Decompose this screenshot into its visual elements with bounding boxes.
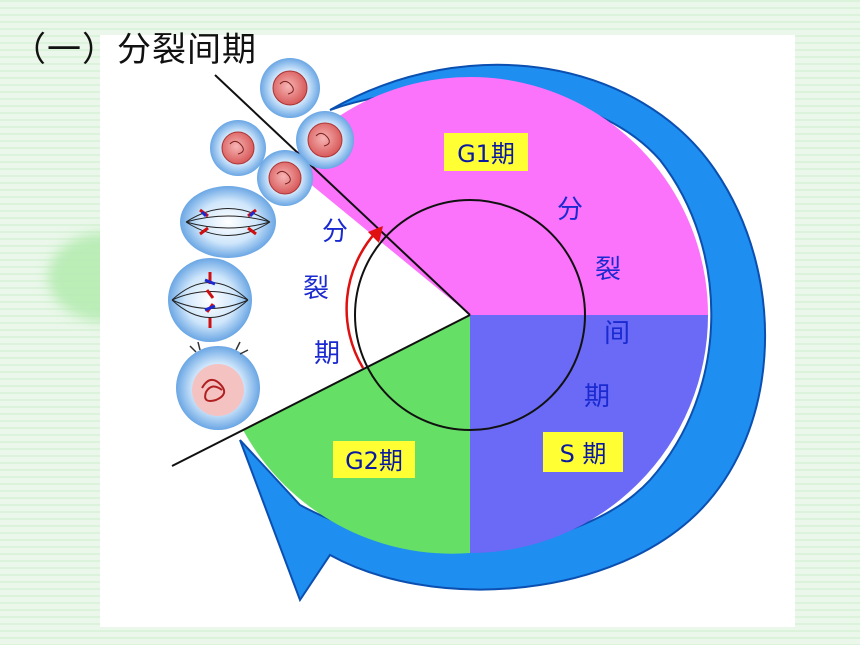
interphase-char-3: 间 [604, 319, 630, 349]
interphase-char-2: 裂 [595, 255, 621, 285]
g2-sector [243, 315, 470, 554]
wedge-boundary-bottom [171, 314, 471, 467]
inner-circle [354, 199, 586, 431]
metaphase-cell [168, 258, 252, 342]
mitosis-arrow [345, 226, 383, 369]
interphase-cell-2 [296, 111, 354, 169]
s-label: S 期 [543, 432, 623, 472]
mitosis-char-1: 分 [322, 217, 348, 247]
interphase-char-4: 期 [584, 382, 610, 412]
g1-label: G1期 [444, 133, 528, 171]
interphase-char-1: 分 [557, 195, 583, 225]
page-title: （一）分裂间期 [12, 30, 257, 70]
daughter-cell-2 [257, 150, 313, 206]
outer-cycle-arrow [239, 63, 766, 603]
interphase-cell-1 [260, 58, 320, 118]
wedge-boundary-top [214, 74, 471, 316]
daughter-cell-1 [210, 120, 266, 176]
mitosis-char-3: 期 [314, 339, 340, 369]
prophase-cell [176, 341, 260, 430]
mitosis-char-2: 裂 [303, 274, 329, 304]
g1-sector [286, 76, 708, 315]
svg-text:G1期: G1期 [457, 140, 515, 168]
g2-label: G2期 [333, 441, 415, 478]
svg-text:S 期: S 期 [560, 440, 607, 468]
anaphase-cell [180, 186, 276, 258]
svg-text:G2期: G2期 [345, 447, 403, 475]
